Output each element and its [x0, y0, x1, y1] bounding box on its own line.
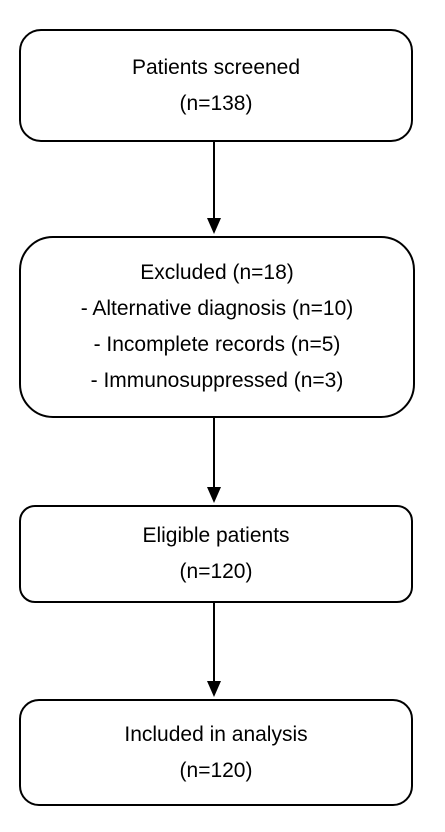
excluded-box: Excluded (n=18) - Alternative diagnosis …	[19, 236, 415, 418]
arrow-excluded-to-eligible	[207, 418, 221, 503]
included-box: Included in analysis (n=120)	[19, 699, 413, 806]
excluded-reason-incomplete: - Incomplete records (n=5)	[93, 333, 341, 356]
eligible-box: Eligible patients (n=120)	[19, 505, 413, 603]
eligible-title: Eligible patients	[142, 524, 290, 547]
screened-count: (n=138)	[179, 91, 253, 115]
included-title: Included in analysis	[124, 722, 308, 746]
included-count: (n=120)	[179, 758, 253, 782]
screened-box: Patients screened (n=138)	[19, 29, 413, 142]
arrow-screened-to-excluded	[207, 142, 221, 234]
eligible-count: (n=120)	[179, 560, 253, 583]
excluded-title: Excluded (n=18)	[140, 261, 294, 284]
excluded-reason-immunosuppressed: - Immunosuppressed (n=3)	[90, 369, 344, 392]
arrow-eligible-to-included	[207, 603, 221, 697]
excluded-reason-alternative: - Alternative diagnosis (n=10)	[80, 297, 354, 320]
screened-title: Patients screened	[131, 55, 301, 79]
